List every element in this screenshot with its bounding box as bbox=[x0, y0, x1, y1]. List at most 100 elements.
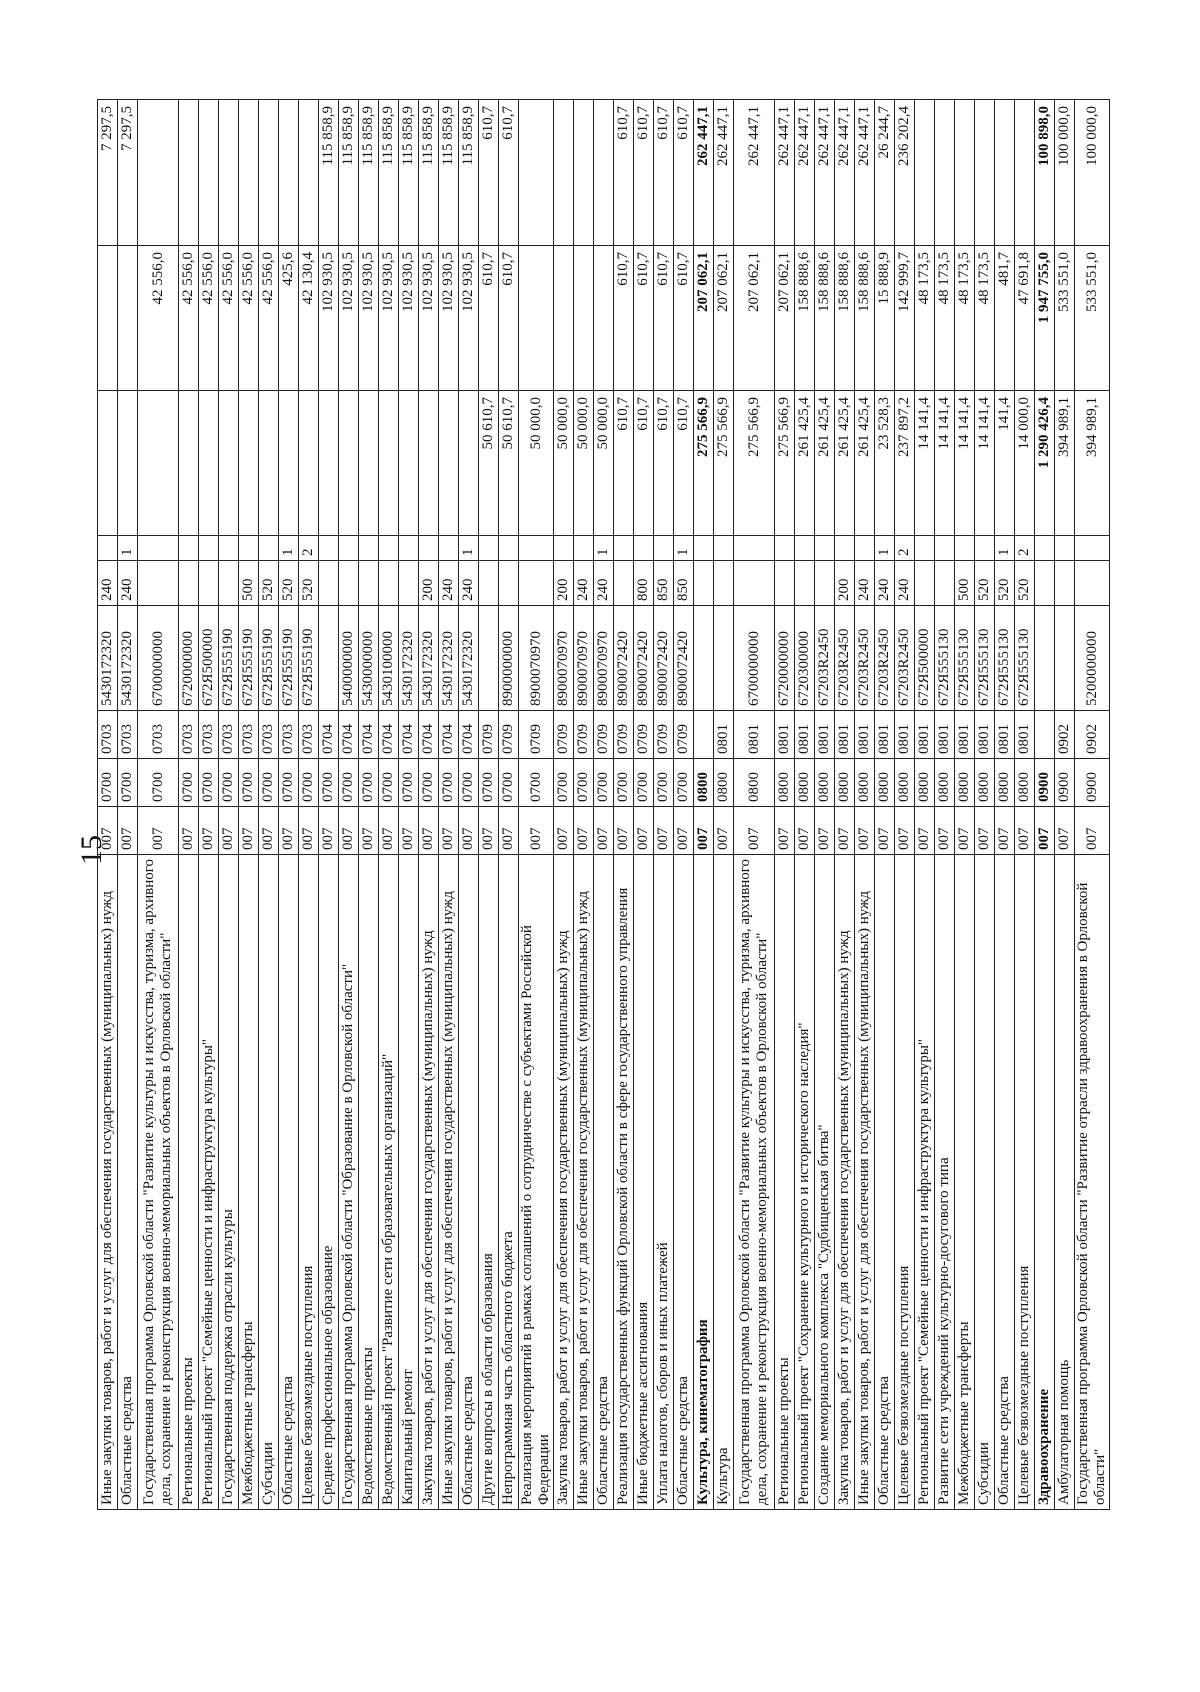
cell-section-code: 0700 bbox=[673, 758, 694, 807]
cell-funding-source: 2 bbox=[1014, 535, 1035, 561]
cell-amount-2: 102 930,5 bbox=[398, 245, 419, 391]
cell-expense-type: 500 bbox=[238, 560, 259, 606]
cell-name: Государственная программа Орловской обла… bbox=[733, 854, 775, 1510]
cell-section-code: 0700 bbox=[593, 758, 614, 807]
cell-name: Региональный проект "Семейные ценности и… bbox=[914, 854, 935, 1510]
cell-section-code: 0700 bbox=[498, 758, 519, 807]
cell-subsection-code: 0709 bbox=[553, 710, 574, 759]
cell-amount-2: 42 556,0 bbox=[258, 245, 279, 391]
cell-expense-type bbox=[498, 560, 519, 606]
cell-amount-2: 42 130,4 bbox=[298, 245, 319, 391]
cell-ministry-code: 007 bbox=[458, 806, 479, 855]
cell-amount-2: 481,7 bbox=[994, 245, 1015, 391]
cell-funding-source bbox=[854, 535, 875, 561]
cell-expense-type bbox=[318, 560, 339, 606]
table-row: Государственная программа Орловской обла… bbox=[1074, 99, 1110, 1510]
cell-amount-1 bbox=[97, 390, 118, 536]
cell-section-code: 0800 bbox=[974, 758, 995, 807]
cell-amount-2: 533 551,0 bbox=[1074, 245, 1110, 391]
cell-amount-1 bbox=[418, 390, 439, 536]
cell-amount-1: 141,4 bbox=[994, 390, 1015, 536]
cell-ministry-code: 007 bbox=[1054, 806, 1075, 855]
cell-funding-source bbox=[178, 535, 199, 561]
cell-funding-source bbox=[573, 535, 594, 561]
cell-amount-1: 14 141,4 bbox=[954, 390, 975, 536]
table-row: Развитие сети учреждений культурно-досуг… bbox=[934, 99, 955, 1510]
cell-target-article: 6700000000 bbox=[137, 605, 179, 711]
cell-section-code: 0700 bbox=[378, 758, 399, 807]
cell-subsection-code: 0801 bbox=[874, 710, 895, 759]
cell-target-article: 67203R2450 bbox=[894, 605, 915, 711]
cell-amount-2 bbox=[117, 245, 138, 391]
cell-target-article: 8900072420 bbox=[673, 605, 694, 711]
cell-amount-3 bbox=[573, 99, 594, 246]
cell-subsection-code: 0801 bbox=[974, 710, 995, 759]
cell-name: Другие вопросы в области образования bbox=[478, 854, 499, 1510]
cell-name: Закупка товаров, работ и услуг для обесп… bbox=[553, 854, 574, 1510]
cell-subsection-code: 0801 bbox=[1014, 710, 1035, 759]
table-row: Государственная программа Орловской обла… bbox=[137, 99, 179, 1510]
cell-amount-3 bbox=[1014, 99, 1035, 246]
cell-target-article: 5430100000 bbox=[378, 605, 399, 711]
cell-amount-2: 207 062,1 bbox=[713, 245, 734, 391]
cell-ministry-code: 007 bbox=[478, 806, 499, 855]
cell-ministry-code: 007 bbox=[378, 806, 399, 855]
cell-subsection-code bbox=[693, 710, 714, 759]
cell-ministry-code: 007 bbox=[298, 806, 319, 855]
cell-expense-type: 850 bbox=[673, 560, 694, 606]
cell-target-article: 672Я555130 bbox=[994, 605, 1015, 711]
cell-ministry-code: 007 bbox=[814, 806, 835, 855]
cell-name: Развитие сети учреждений культурно-досуг… bbox=[934, 854, 955, 1510]
cell-funding-source bbox=[438, 535, 459, 561]
table-row: Региональный проект "Семейные ценности и… bbox=[914, 99, 935, 1510]
cell-amount-1: 610,7 bbox=[613, 390, 634, 536]
cell-name: Реализация мероприятий в рамках соглашен… bbox=[518, 854, 554, 1510]
cell-name: Реализация государственных функций Орлов… bbox=[613, 854, 634, 1510]
cell-amount-1: 261 425,4 bbox=[854, 390, 875, 536]
cell-target-article: 8900000000 bbox=[498, 605, 519, 711]
cell-name: Областные средства bbox=[994, 854, 1015, 1510]
cell-expense-type: 240 bbox=[97, 560, 118, 606]
cell-amount-3: 610,7 bbox=[653, 99, 674, 246]
cell-amount-2: 158 888,6 bbox=[814, 245, 835, 391]
cell-amount-3 bbox=[238, 99, 259, 246]
cell-amount-2: 207 062,1 bbox=[774, 245, 795, 391]
cell-funding-source: 1 bbox=[593, 535, 614, 561]
cell-amount-1: 275 566,9 bbox=[774, 390, 795, 536]
cell-subsection-code: 0709 bbox=[593, 710, 614, 759]
cell-target-article: 8900072420 bbox=[613, 605, 634, 711]
cell-ministry-code: 007 bbox=[238, 806, 259, 855]
cell-funding-source bbox=[794, 535, 815, 561]
cell-name: Региональные проекты bbox=[178, 854, 199, 1510]
cell-expense-type bbox=[137, 560, 179, 606]
cell-section-code: 0700 bbox=[573, 758, 594, 807]
cell-amount-1: 14 141,4 bbox=[914, 390, 935, 536]
cell-amount-1 bbox=[378, 390, 399, 536]
cell-expense-type bbox=[478, 560, 499, 606]
cell-amount-2: 610,7 bbox=[478, 245, 499, 391]
cell-ministry-code: 007 bbox=[398, 806, 419, 855]
cell-section-code: 0700 bbox=[278, 758, 299, 807]
cell-section-code: 0700 bbox=[318, 758, 339, 807]
cell-amount-1: 610,7 bbox=[633, 390, 654, 536]
cell-subsection-code: 0709 bbox=[653, 710, 674, 759]
cell-expense-type bbox=[178, 560, 199, 606]
cell-ministry-code: 007 bbox=[613, 806, 634, 855]
cell-amount-2: 102 930,5 bbox=[418, 245, 439, 391]
cell-amount-1 bbox=[398, 390, 419, 536]
cell-expense-type bbox=[1054, 560, 1075, 606]
cell-amount-3: 610,7 bbox=[673, 99, 694, 246]
cell-target-article: 5430172320 bbox=[418, 605, 439, 711]
cell-section-code: 0700 bbox=[338, 758, 359, 807]
cell-ministry-code: 007 bbox=[834, 806, 855, 855]
cell-section-code: 0800 bbox=[834, 758, 855, 807]
cell-amount-3: 236 202,4 bbox=[894, 99, 915, 246]
cell-subsection-code: 0703 bbox=[278, 710, 299, 759]
cell-amount-2: 102 930,5 bbox=[318, 245, 339, 391]
cell-amount-3 bbox=[137, 99, 179, 246]
cell-amount-3: 115 858,9 bbox=[318, 99, 339, 246]
